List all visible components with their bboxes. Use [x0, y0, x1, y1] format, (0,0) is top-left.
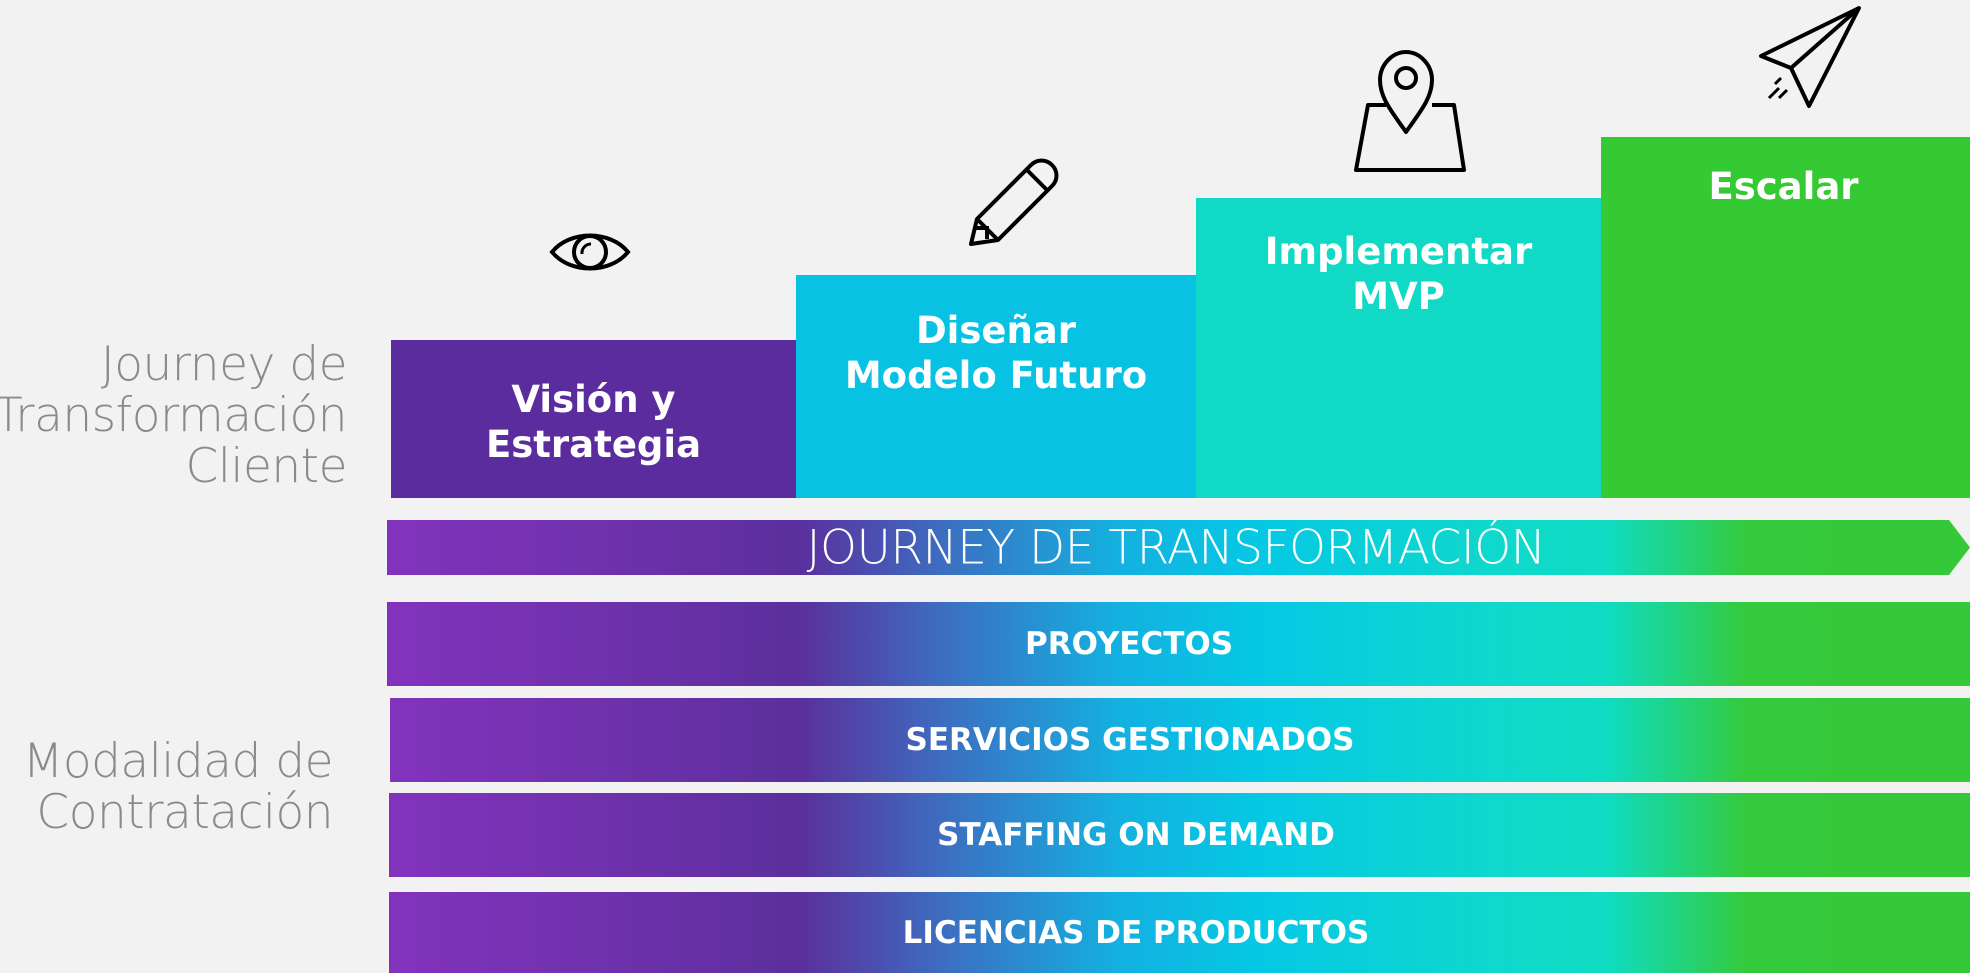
step-vision-estrategia: Visión y Estrategia — [391, 340, 796, 498]
journey-arrow: JOURNEY DE TRANSFORMACIÓN — [387, 520, 1970, 575]
band-proyectos-label: PROYECTOS — [1024, 626, 1234, 662]
band-servicios-gestionados: SERVICIOS GESTIONADOS — [390, 698, 1970, 782]
step-disenar-line-1: Diseñar — [915, 309, 1077, 352]
step-escalar-line-1: Escalar — [1708, 165, 1859, 208]
band-licencias-de-productos: LICENCIAS DE PRODUCTOS — [389, 892, 1970, 973]
journey-side-label-line-3: Cliente — [185, 439, 348, 494]
step-implementar-line-2: MVP — [1352, 275, 1445, 318]
journey-side-label-line-1: Journey de — [100, 337, 348, 392]
step-vision-line-2: Estrategia — [485, 423, 702, 466]
band-servicios-label: SERVICIOS GESTIONADOS — [905, 722, 1355, 758]
contract-side-label-line-2: Contratación — [36, 785, 333, 840]
paper-plane-icon — [1759, 6, 1861, 108]
step-implementar-line-1: Implementar — [1264, 230, 1533, 273]
band-staffing-on-demand: STAFFING ON DEMAND — [389, 793, 1970, 877]
step-disenar-modelo: Diseñar Modelo Futuro — [796, 275, 1196, 498]
band-staffing-label: STAFFING ON DEMAND — [937, 817, 1335, 853]
eye-icon — [549, 233, 631, 271]
pencil-icon — [969, 158, 1059, 246]
band-proyectos: PROYECTOS — [387, 602, 1970, 686]
step-escalar: Escalar — [1601, 137, 1970, 498]
journey-side-label: Journey de Transformación Cliente — [0, 337, 348, 494]
band-licencias-label: LICENCIAS DE PRODUCTOS — [902, 914, 1370, 951]
step-disenar-line-2: Modelo Futuro — [844, 354, 1148, 397]
step-vision-line-1: Visión y — [511, 378, 676, 421]
contract-side-label: Modalidad de Contratación — [22, 734, 334, 840]
contract-side-label-line-1: Modalidad de — [22, 734, 334, 789]
journey-arrow-label: JOURNEY DE TRANSFORMACIÓN — [806, 520, 1546, 575]
step-implementar-mvp: Implementar MVP — [1196, 198, 1601, 498]
journey-side-label-line-2: Transformación — [0, 388, 348, 443]
map-pin-icon — [1354, 50, 1466, 172]
